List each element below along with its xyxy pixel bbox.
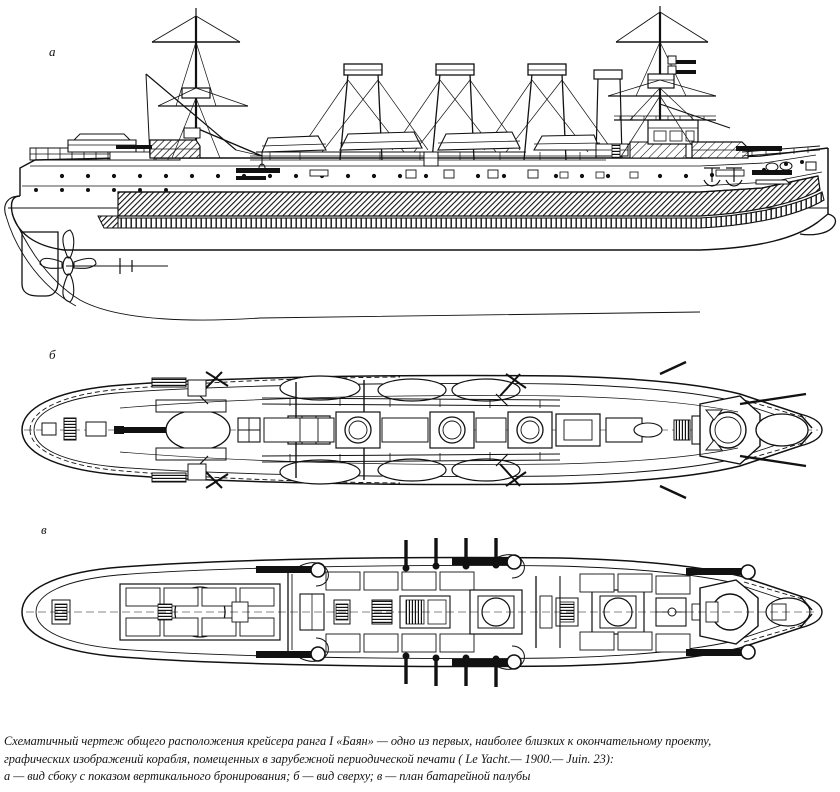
top-gun-barrels: [151, 360, 807, 500]
top-plan-view: [21, 360, 823, 500]
top-aft-turret: [155, 399, 227, 461]
caption-line-1: Схематичный чертеж общего расположения к…: [4, 734, 712, 748]
top-forward-structures: [555, 395, 809, 465]
fore-mast: [607, 6, 731, 159]
stern-propeller-rudder: [5, 213, 701, 321]
figure-label-b: б: [49, 347, 56, 362]
deck-boats: [250, 131, 606, 167]
bridge-structure: [595, 115, 716, 159]
caption-line-3: а — вид сбоку с показом вертикального бр…: [4, 769, 531, 783]
bow-fittings: [703, 145, 821, 187]
caption-line-2: графических изображений корабля, помещен…: [4, 751, 614, 766]
fore-turret: [691, 141, 782, 159]
battery-casemate-guns: [256, 554, 756, 670]
aft-turret: [116, 139, 201, 159]
armour-belt: [97, 175, 825, 229]
figure-label-a: а: [49, 44, 56, 59]
top-funnel-openings: [263, 411, 553, 449]
battery-deck-guns-vertical: [402, 538, 500, 687]
figure-caption: Схематичный чертеж общего расположения к…: [4, 734, 836, 787]
top-deck-seams: [119, 395, 739, 465]
side-elevation-view: [4, 6, 837, 321]
casemate-guns-side: [236, 168, 792, 180]
figure-label-v: в: [41, 522, 47, 537]
battery-deck-plan-view: [21, 538, 823, 687]
